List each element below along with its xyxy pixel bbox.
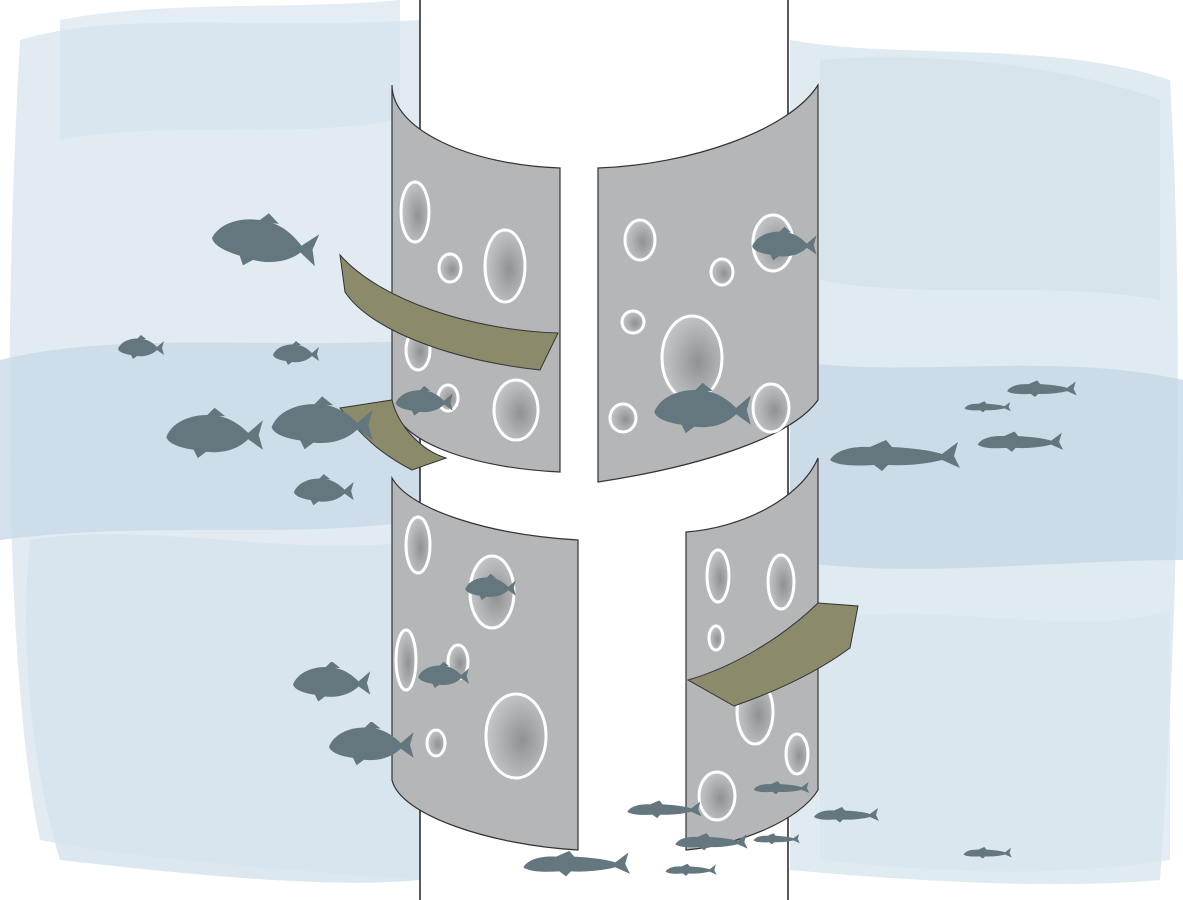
water-patch-bottom-right [820, 610, 1170, 872]
water-patch-left-low [26, 534, 420, 882]
water-patch-right-top [820, 57, 1160, 300]
water-patch-top-left [60, 0, 400, 140]
